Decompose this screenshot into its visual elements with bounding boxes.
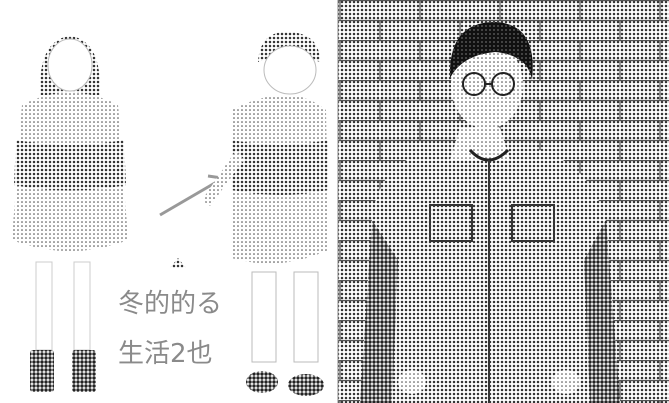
photo-panel: [338, 0, 669, 403]
illustration-text-line2: 生活2也: [118, 339, 213, 369]
figure-before: [12, 36, 128, 392]
illustration-text-line1: 冬的的る: [118, 289, 222, 319]
figure-after: [202, 31, 328, 396]
illustration-panel: 冬的的る 生活2也: [12, 31, 328, 396]
